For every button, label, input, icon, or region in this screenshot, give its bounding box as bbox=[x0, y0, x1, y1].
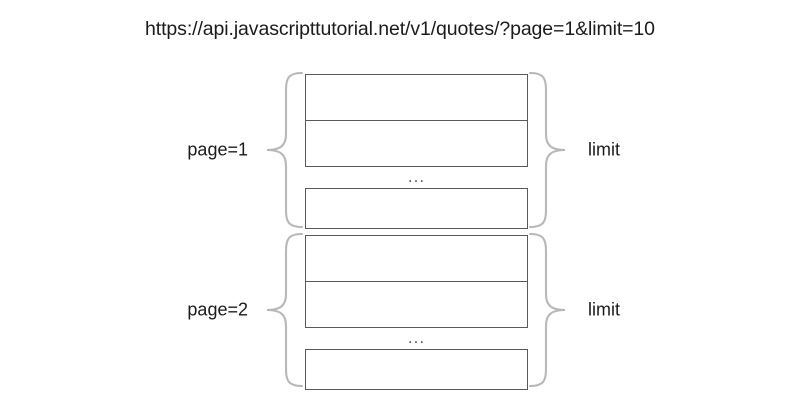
page-label-left: page=1 bbox=[187, 139, 248, 160]
records-ellipsis: ... bbox=[407, 167, 426, 186]
limit-label-right: limit bbox=[588, 139, 620, 160]
record-row bbox=[305, 188, 528, 229]
left-curly-brace-icon bbox=[262, 231, 304, 389]
right-curly-brace-icon bbox=[528, 231, 568, 389]
page-label-left: page=2 bbox=[187, 299, 248, 320]
record-row bbox=[305, 235, 528, 282]
record-stack: ... bbox=[305, 231, 528, 390]
record-row bbox=[305, 281, 528, 328]
record-row bbox=[305, 74, 528, 121]
left-curly-brace-icon bbox=[262, 70, 304, 230]
page-block: page=1 ... limit bbox=[0, 70, 800, 230]
api-url-caption: https://api.javascripttutorial.net/v1/qu… bbox=[145, 18, 655, 40]
limit-label-right: limit bbox=[588, 299, 620, 320]
page-block: page=2 ... limit bbox=[0, 231, 800, 390]
right-curly-brace-icon bbox=[528, 70, 568, 230]
records-ellipsis: ... bbox=[407, 328, 426, 347]
record-row bbox=[305, 120, 528, 167]
record-row bbox=[305, 349, 528, 390]
record-stack: ... bbox=[305, 70, 528, 230]
